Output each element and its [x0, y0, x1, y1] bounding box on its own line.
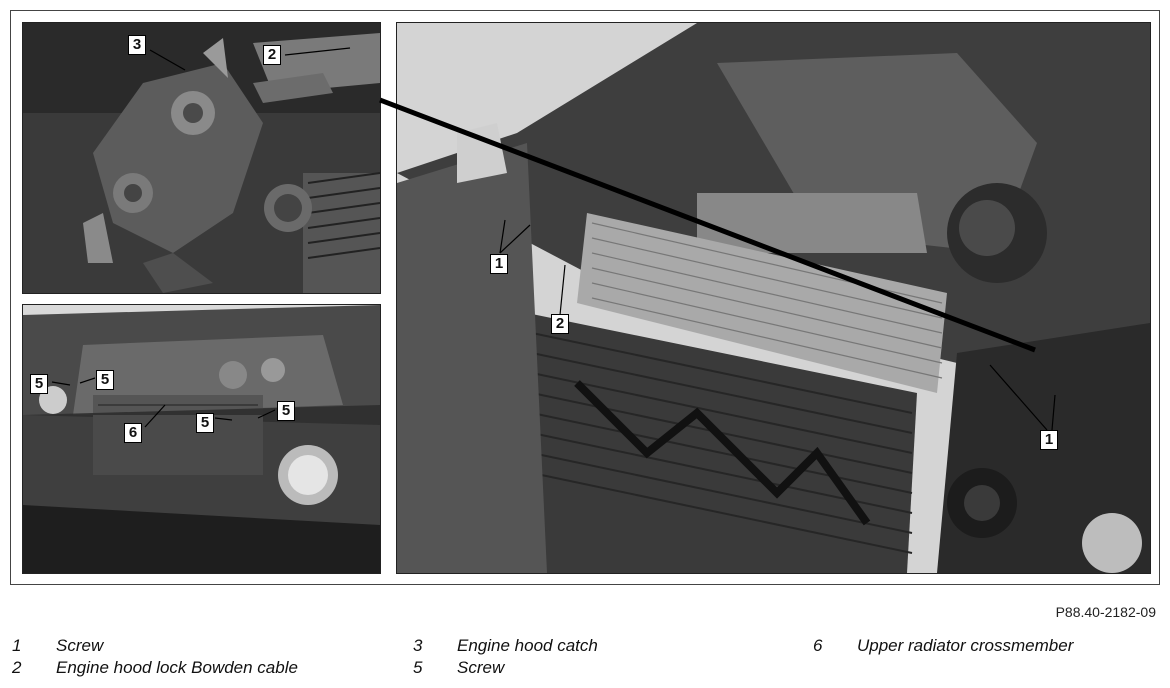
legend-number: 3 [413, 636, 423, 655]
engine-bay-radiator-photo [396, 22, 1151, 574]
callout-screw-right-outer: 5 [277, 401, 295, 421]
legend-item: 2 Engine hood lock Bowden cable [12, 658, 298, 680]
callout-screw-right: 1 [1040, 430, 1058, 450]
callout-hood-catch: 3 [128, 35, 146, 55]
legend-column-2: 3 Engine hood catch 5 Screw [413, 636, 598, 680]
legend-number: 6 [813, 636, 823, 655]
legend-item: 5 Screw [413, 658, 598, 680]
legend-text: Screw [56, 636, 104, 655]
callout-bowden-cable: 2 [551, 314, 569, 334]
legend-text: Screw [457, 658, 505, 677]
legend-item: 1 Screw [12, 636, 298, 658]
legend-number: 2 [12, 658, 22, 677]
callout-screw-left-inner: 5 [96, 370, 114, 390]
callout-screw-left: 1 [490, 254, 508, 274]
legend-item: 3 Engine hood catch [413, 636, 598, 658]
callout-screw-left-outer: 5 [30, 374, 48, 394]
legend-item: 6 Upper radiator crossmember [813, 636, 1073, 658]
legend-column-1: 1 Screw 2 Engine hood lock Bowden cable [12, 636, 298, 680]
callout-upper-radiator-crossmember: 6 [124, 423, 142, 443]
legend-column-3: 6 Upper radiator crossmember [813, 636, 1073, 658]
figure-reference: P88.40-2182-09 [1055, 604, 1156, 620]
legend-number: 1 [12, 636, 22, 655]
legend-text: Upper radiator crossmember [857, 636, 1074, 655]
legend-number: 5 [413, 658, 423, 677]
legend-text: Engine hood lock Bowden cable [56, 658, 298, 677]
callout-bowden-cable-detail: 2 [263, 45, 281, 65]
vehicle-front-overview-photo [22, 304, 381, 574]
detail-pointer-line [379, 97, 1036, 353]
legend-text: Engine hood catch [457, 636, 598, 655]
callout-screw-right-inner: 5 [196, 413, 214, 433]
